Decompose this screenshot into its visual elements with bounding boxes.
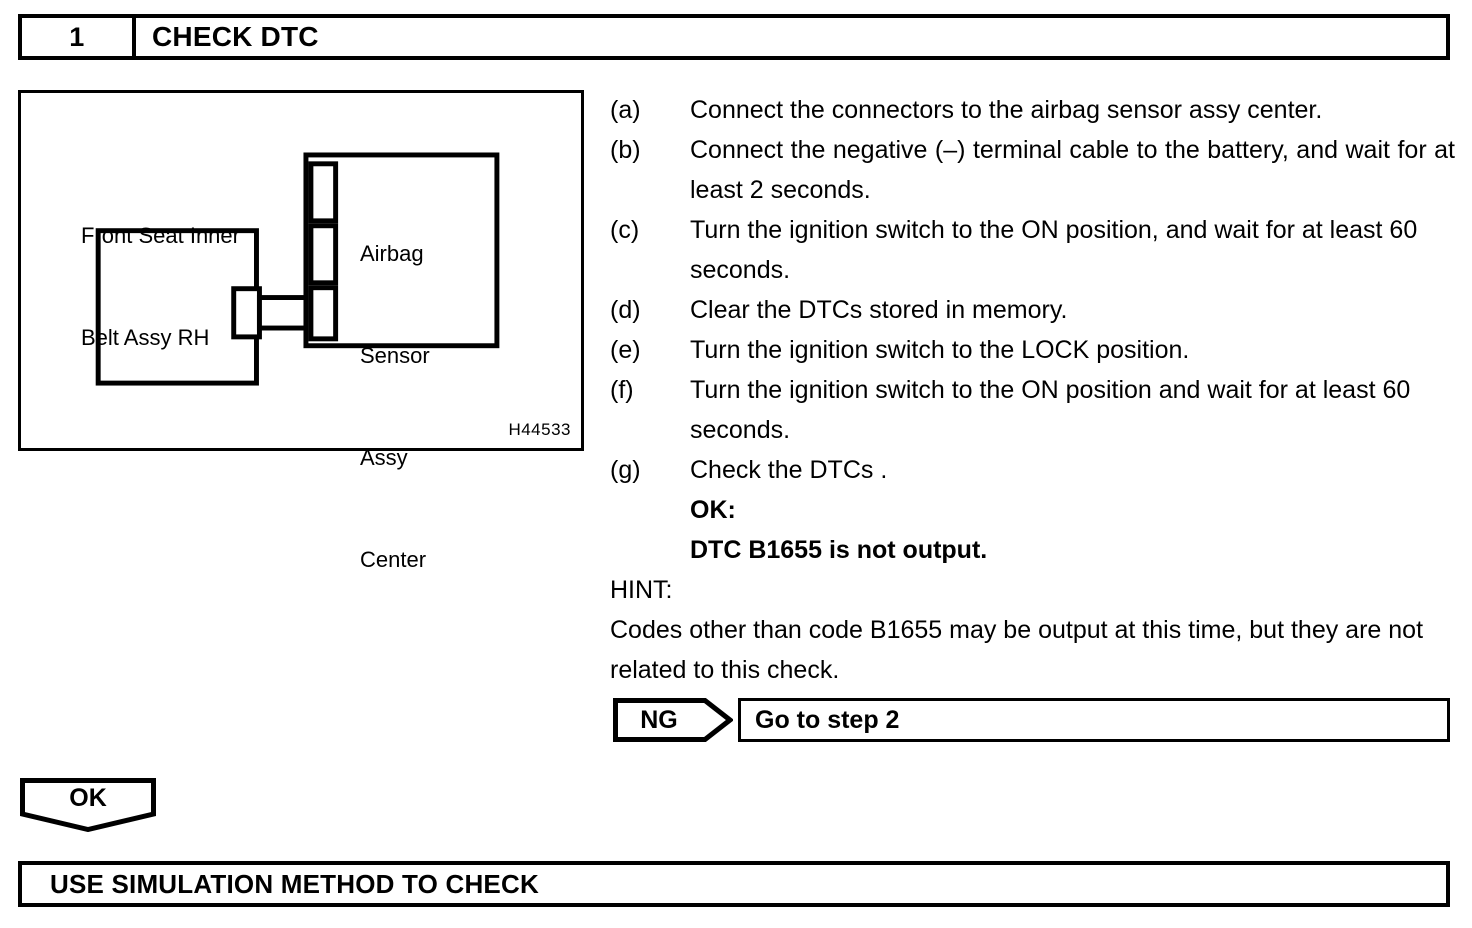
step-text: Turn the ignition switch to the ON posit…: [690, 376, 1411, 444]
step-text: Connect the connectors to the airbag sen…: [690, 96, 1323, 124]
step-text: Turn the ignition switch to the ON posit…: [690, 216, 1418, 284]
procedure-step: (g) Check the DTCs .: [610, 450, 1455, 490]
step-marker: (d): [610, 296, 641, 324]
procedure-list: (a) Connect the connectors to the airbag…: [610, 90, 1455, 690]
figure-panel: Front Seat Inner Belt Assy RH Airbag Sen…: [18, 90, 584, 572]
step-marker: (b): [610, 136, 641, 164]
ng-result-row: NG Go to step 2: [613, 698, 1450, 742]
belt-assy-label-line1: Front Seat Inner: [81, 223, 240, 248]
ok-label: OK:: [690, 496, 736, 524]
procedure-step: (a) Connect the connectors to the airbag…: [610, 90, 1455, 130]
belt-assy-label: Front Seat Inner Belt Assy RH: [81, 151, 240, 423]
sensor-assy-label-line2: Sensor: [360, 343, 430, 368]
belt-assy-connector: [231, 286, 262, 340]
hint-text: Codes other than code B1655 may be outpu…: [610, 616, 1424, 684]
ok-badge: OK: [20, 778, 156, 832]
step-marker: (a): [610, 96, 641, 124]
ng-badge: NG: [613, 698, 733, 742]
step-text: Connect the negative (–) terminal cable …: [690, 136, 1455, 204]
sensor-assy-label: Airbag Sensor Assy Center: [360, 169, 430, 645]
figure-reference-code: H44533: [508, 420, 571, 439]
sensor-assy-label-line3: Assy: [360, 445, 408, 470]
sensor-connector-tab-1: [308, 161, 339, 224]
ng-badge-label: NG: [640, 705, 678, 734]
procedure-step: (b) Connect the negative (–) terminal ca…: [610, 130, 1455, 210]
step-marker: (g): [610, 456, 641, 484]
step-marker: (f): [610, 376, 634, 404]
step-text: Clear the DTCs stored in memory.: [690, 296, 1068, 324]
hint-label: HINT:: [610, 576, 673, 604]
wiring-diagram: [95, 152, 500, 386]
step-header: 1 CHECK DTC: [18, 14, 1450, 60]
sensor-assy-label-line4: Center: [360, 547, 427, 572]
sensor-connector-tab-2: [308, 223, 339, 286]
ok-badge-label: OK: [69, 783, 107, 812]
ng-action-box[interactable]: Go to step 2: [738, 698, 1450, 742]
belt-assy-label-line2: Belt Assy RH: [81, 325, 210, 350]
ng-arrow-icon: [613, 698, 733, 742]
step-text: Turn the ignition switch to the LOCK pos…: [690, 336, 1190, 364]
next-step-banner[interactable]: USE SIMULATION METHOD TO CHECK: [18, 861, 1450, 907]
step-title: CHECK DTC: [152, 21, 319, 52]
ok-down-arrow-icon: [20, 778, 156, 832]
procedure-step: (c) Turn the ignition switch to the ON p…: [610, 210, 1455, 290]
connector-wire: [256, 295, 314, 331]
procedure-step: (d) Clear the DTCs stored in memory.: [610, 290, 1455, 330]
step-marker: (c): [610, 216, 640, 244]
ok-criteria: DTC B1655 is not output.: [690, 536, 988, 564]
step-marker: (e): [610, 336, 641, 364]
sensor-connector-tab-3: [308, 285, 339, 342]
procedure-step: (e) Turn the ignition switch to the LOCK…: [610, 330, 1455, 370]
step-text: Check the DTCs .: [690, 456, 888, 484]
step-number: 1: [22, 18, 136, 56]
sensor-assy-label-line1: Airbag: [360, 241, 424, 266]
procedure-step: (f) Turn the ignition switch to the ON p…: [610, 370, 1455, 450]
